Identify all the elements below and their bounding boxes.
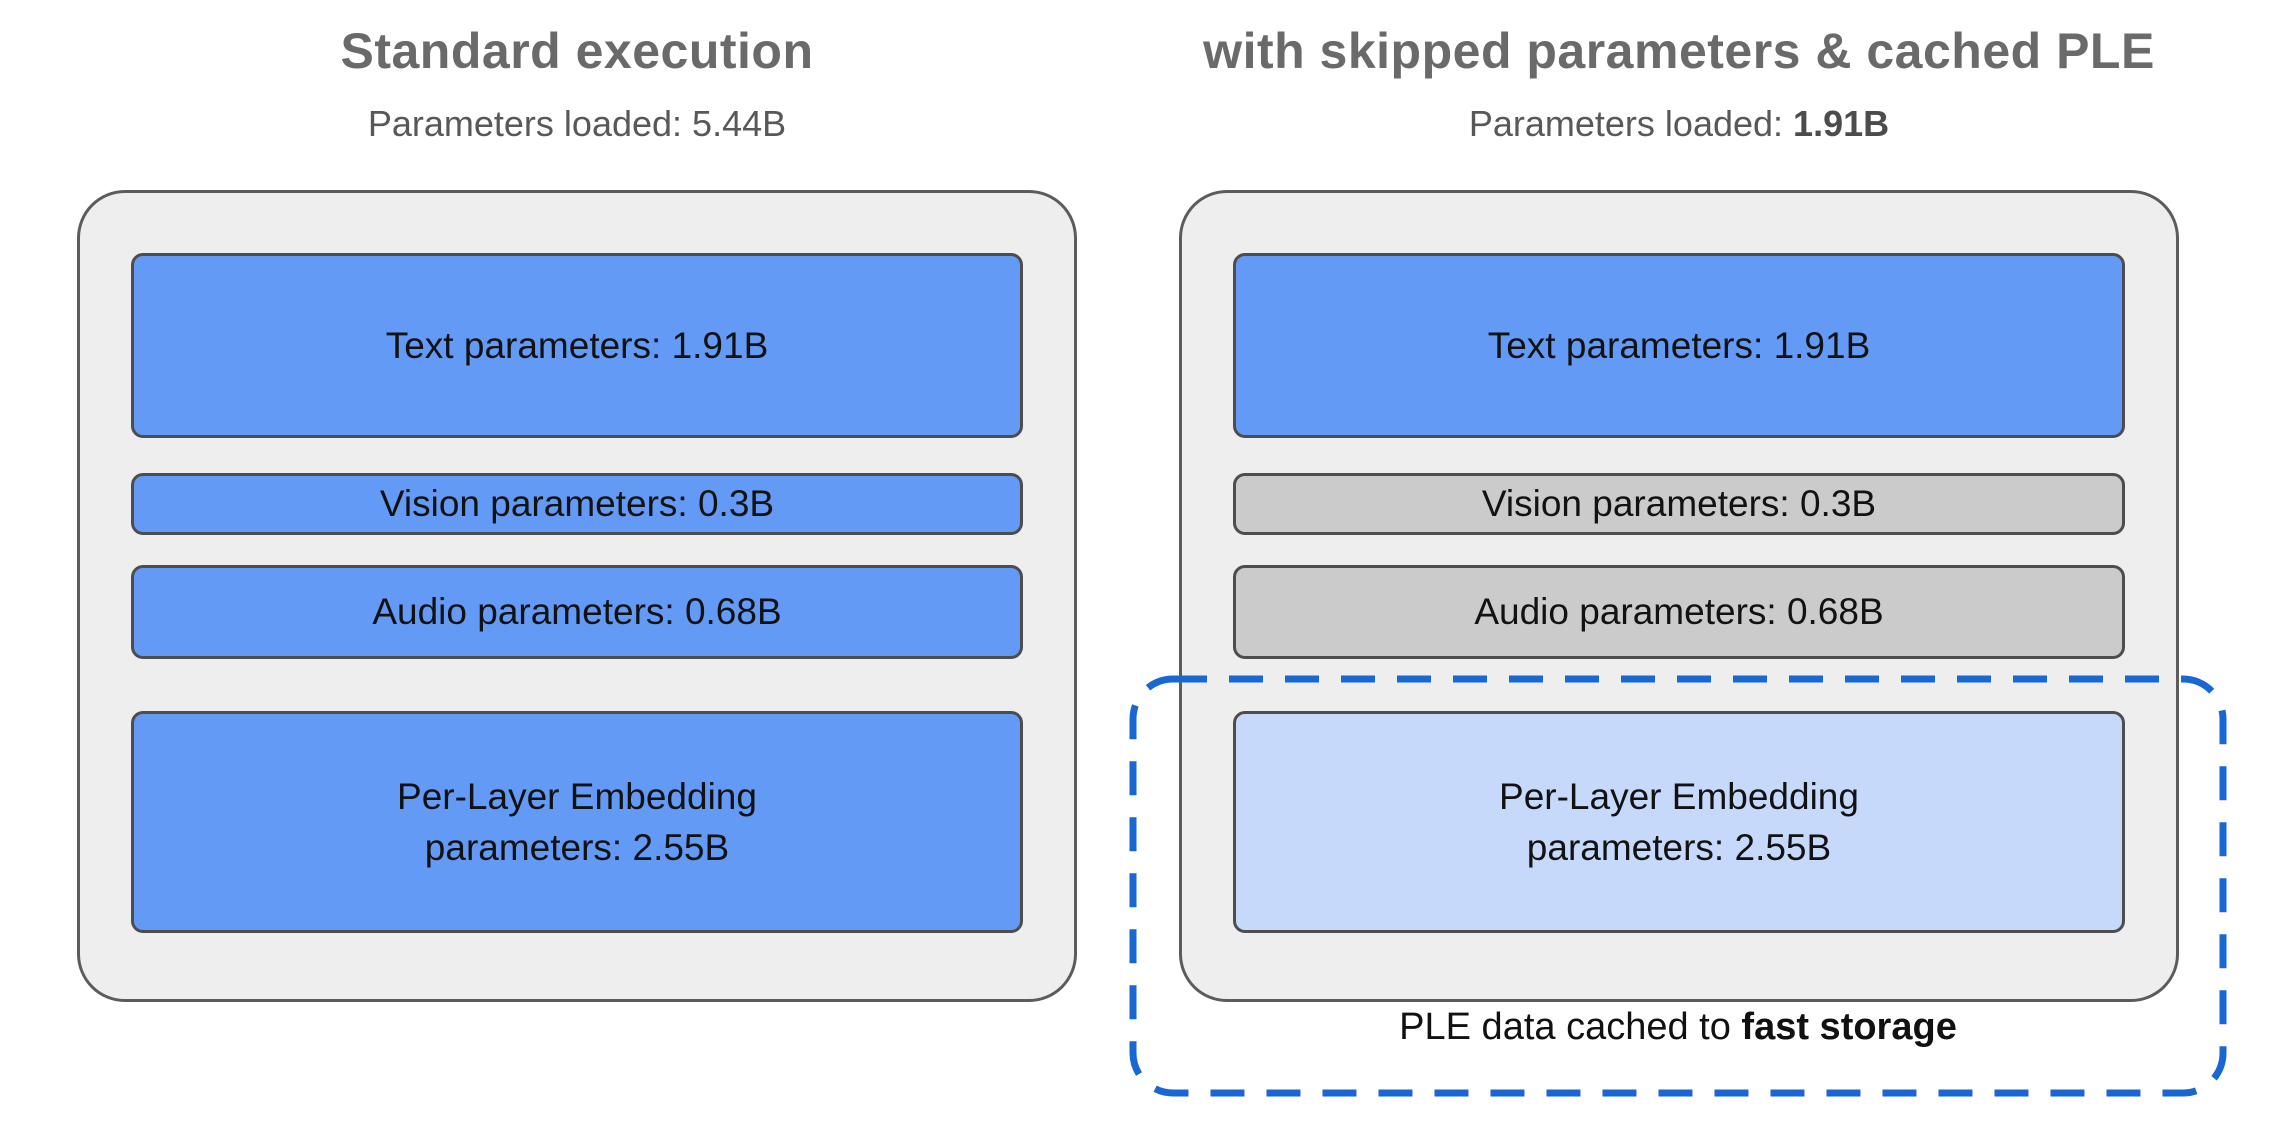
cached-ple-caption-text: PLE data cached to	[1399, 1006, 1742, 1048]
param-box-label-line: parameters: 2.55B	[424, 827, 730, 868]
model-container: Text parameters: 1.91B Vision parameters:…	[77, 190, 1077, 1002]
param-box-audio-standard: Audio parameters: 0.68B	[131, 565, 1023, 659]
param-box-vision-skipped: Vision parameters: 0.3B	[1233, 473, 2125, 535]
panel-title: with skipped parameters & cached PLE	[1203, 23, 2155, 79]
panel-standard: Standard execution Parameters loaded: 5.…	[77, 0, 1077, 1134]
subtitle-value: 1.91B	[1793, 103, 1890, 144]
param-box-ple-skipped: Per-Layer Embedding parameters: 2.55B	[1233, 711, 2125, 933]
cached-ple-caption: PLE data cached to fast storage	[1129, 1006, 2227, 1049]
param-box-text-skipped: Text parameters: 1.91B	[1233, 253, 2125, 438]
panel-subtitle: Parameters loaded: 1.91B	[1119, 103, 2239, 145]
param-box-label-line: parameters: 2.55B	[1526, 827, 1832, 868]
param-box-vision-standard: Vision parameters: 0.3B	[131, 473, 1023, 535]
panel-subtitle: Parameters loaded: 5.44B	[17, 103, 1137, 145]
param-box-label-line: Audio parameters: 0.68B	[372, 591, 782, 633]
param-box-label-line: Per-Layer Embedding	[1499, 775, 1859, 817]
param-box-ple-standard: Per-Layer Embedding parameters: 2.55B	[131, 711, 1023, 933]
cached-ple-caption-bold: fast storage	[1741, 1006, 1957, 1048]
param-box-label-line: Text parameters: 1.91B	[385, 324, 769, 366]
panel-skipped: with skipped parameters & cached PLE Par…	[1179, 0, 2179, 1134]
param-box-label-line: Text parameters: 1.91B	[1487, 324, 1871, 366]
subtitle-prefix: Parameters loaded:	[1468, 103, 1794, 144]
param-box-label-line: Vision parameters: 0.3B	[1481, 483, 1877, 525]
param-box-label-line: Per-Layer Embedding	[397, 775, 757, 817]
param-box-label-line: Vision parameters: 0.3B	[379, 483, 775, 525]
param-box-audio-skipped: Audio parameters: 0.68B	[1233, 565, 2125, 659]
subtitle-prefix: Parameters loaded:	[367, 103, 693, 144]
param-box-label-line: Audio parameters: 0.68B	[1474, 591, 1884, 633]
model-container: Text parameters: 1.91B Vision parameters:…	[1179, 190, 2179, 1002]
panel-title: Standard execution	[340, 23, 814, 79]
param-box-text-standard: Text parameters: 1.91B	[131, 253, 1023, 438]
subtitle-value: 5.44B	[692, 103, 787, 144]
